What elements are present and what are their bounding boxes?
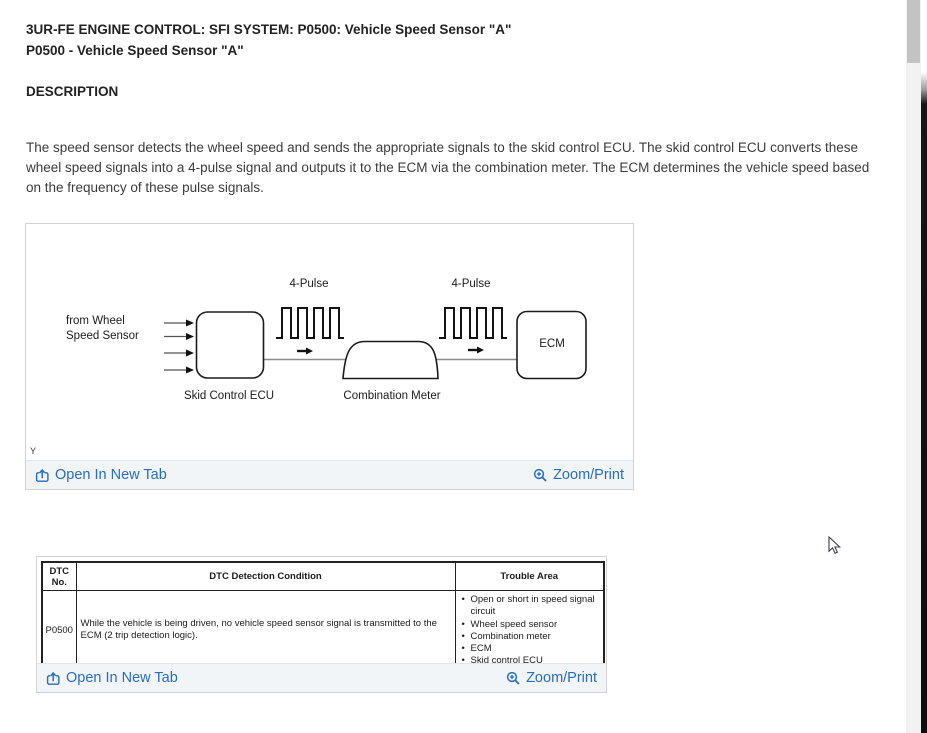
table-footer-bar: Open In New Tab Zoom/Print xyxy=(37,663,606,692)
diagram-open-in-new-tab-link[interactable]: Open In New Tab xyxy=(35,467,167,483)
table-zoom-label: Zoom/Print xyxy=(526,670,597,686)
speed-signal-diagram xyxy=(164,307,587,380)
dtc-table-panel: DTC No. DTC Detection Condition Trouble … xyxy=(36,556,607,693)
dtc-code-cell: P0500 xyxy=(41,589,77,672)
header-trouble-area: Trouble Area xyxy=(454,561,605,591)
scrollbar-thumb[interactable] xyxy=(907,0,920,63)
diagram-watermark: Y xyxy=(30,446,37,456)
header-detection-condition: DTC Detection Condition xyxy=(75,561,456,591)
trouble-item: Open or short in speed signal circuit xyxy=(460,594,602,619)
page-subtitle: P0500 - Vehicle Speed Sensor "A" xyxy=(26,43,244,58)
scrollbar-track[interactable] xyxy=(906,0,921,733)
diagram-panel: 4-Pulse 4-Pulse from Wheel Speed Sensor … xyxy=(25,223,634,490)
trouble-area-cell: Open or short in speed signal circuit Wh… xyxy=(454,589,605,672)
zoom-plus-icon xyxy=(533,468,548,483)
zoom-plus-icon xyxy=(506,671,521,686)
ecm-label: ECM xyxy=(539,338,565,350)
mouse-cursor xyxy=(828,536,842,555)
table-open-in-new-tab-link[interactable]: Open In New Tab xyxy=(46,670,178,686)
table-zoom-print-link[interactable]: Zoom/Print xyxy=(506,670,597,686)
diagram-zoom-label: Zoom/Print xyxy=(553,467,624,483)
page-title: 3UR-FE ENGINE CONTROL: SFI SYSTEM: P0500… xyxy=(26,22,512,37)
table-open-label: Open In New Tab xyxy=(66,670,178,686)
dtc-table-header-row: DTC No. DTC Detection Condition Trouble … xyxy=(41,561,605,591)
wheel-sensor-label-line1: from Wheel xyxy=(66,315,125,327)
description-paragraph: The speed sensor detects the wheel speed… xyxy=(26,139,870,195)
dtc-table: DTC No. DTC Detection Condition Trouble … xyxy=(41,561,605,672)
trouble-item: Skid control ECU xyxy=(460,655,602,668)
description-heading: DESCRIPTION xyxy=(26,84,119,99)
wheel-sensor-label-line2: Speed Sensor xyxy=(66,329,139,342)
diagram-zoom-print-link[interactable]: Zoom/Print xyxy=(533,467,624,483)
trouble-item: Wheel speed sensor xyxy=(460,619,602,632)
dtc-table-row: P0500 While the vehicle is being driven,… xyxy=(41,589,605,672)
header-dtc-no: DTC No. xyxy=(41,561,77,591)
trouble-item: Combination meter xyxy=(460,631,602,644)
skid-ecu-label: Skid Control ECU xyxy=(183,390,275,402)
background-window-edge xyxy=(921,0,927,733)
detection-condition-cell: While the vehicle is being driven, no ve… xyxy=(75,589,456,672)
trouble-item: ECM xyxy=(460,643,602,656)
trouble-area-list: Open or short in speed signal circuit Wh… xyxy=(460,594,602,668)
combination-meter-label: Combination Meter xyxy=(343,390,441,402)
pulse-label-left: 4-Pulse xyxy=(289,278,329,290)
open-in-new-tab-icon xyxy=(46,671,61,686)
diagram-open-label: Open In New Tab xyxy=(55,467,167,483)
pulse-label-right: 4-Pulse xyxy=(451,278,491,290)
diagram-footer-bar: Open In New Tab Zoom/Print xyxy=(26,460,633,489)
open-in-new-tab-icon xyxy=(35,468,50,483)
